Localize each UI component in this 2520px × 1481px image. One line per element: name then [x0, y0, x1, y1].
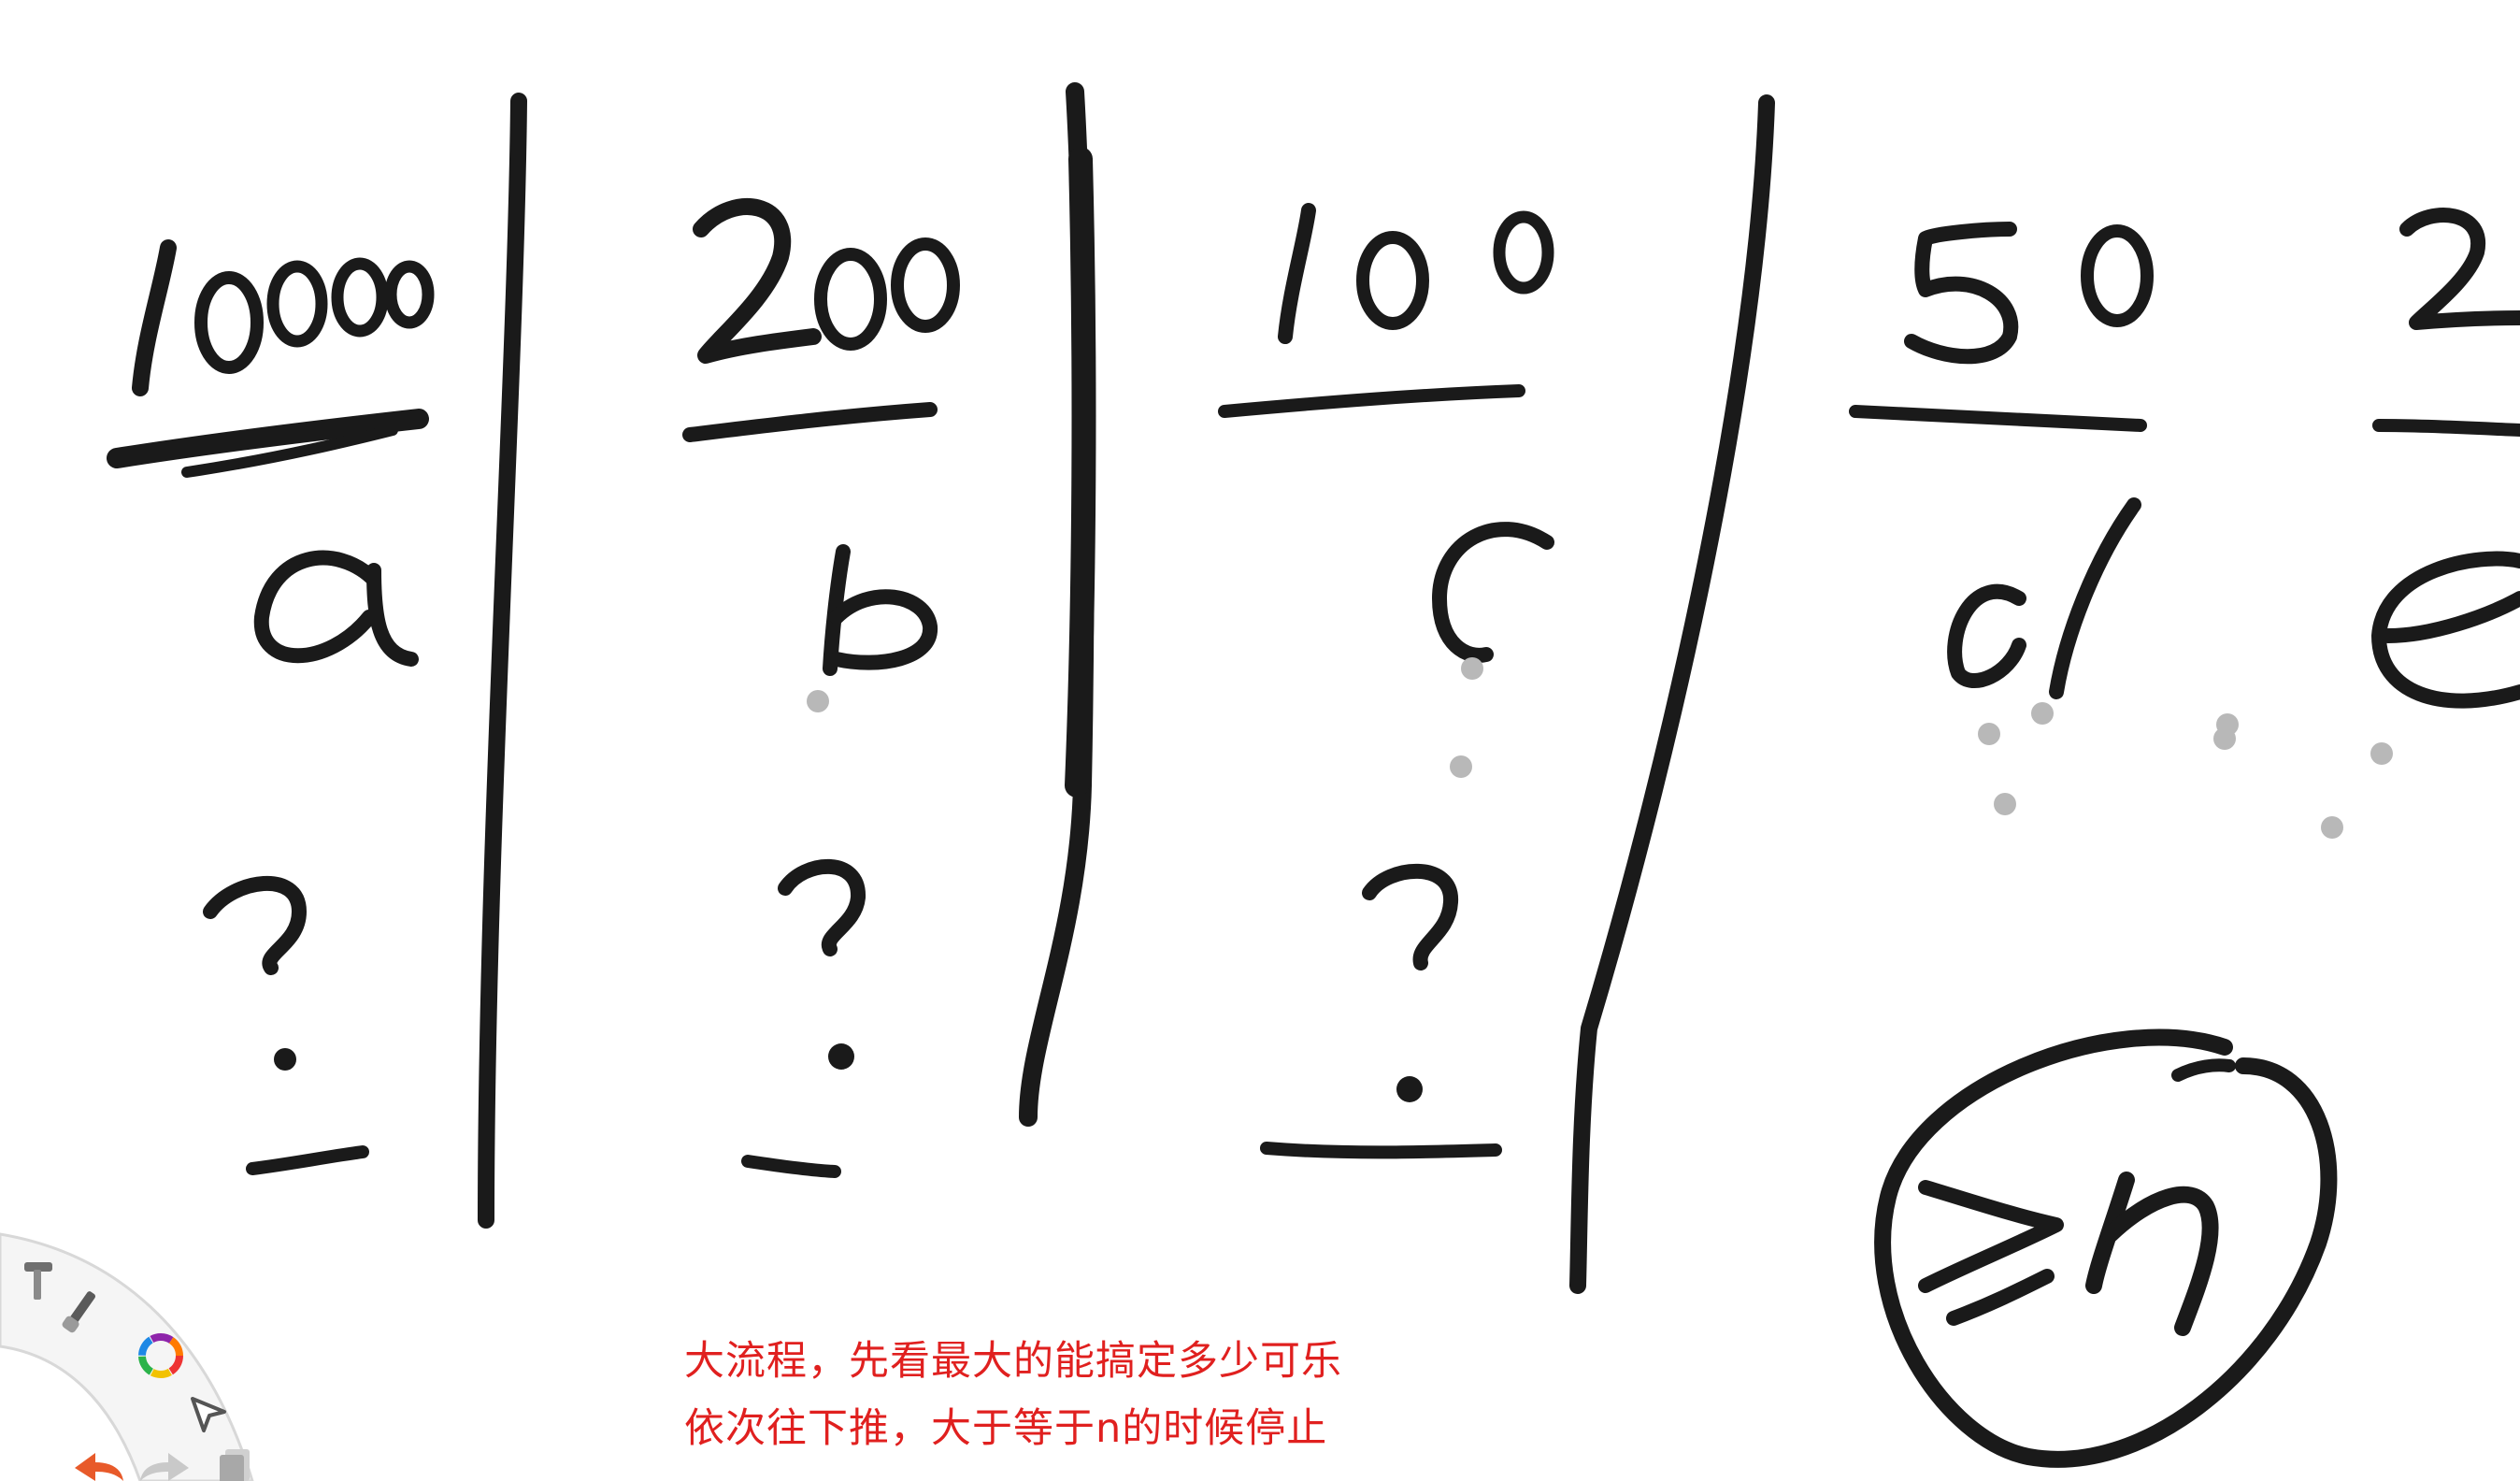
value-100: [1278, 203, 1554, 344]
question-mark-b: [778, 858, 866, 956]
fraction-bar-c: [1218, 384, 1525, 418]
pointer-icon[interactable]: [191, 1397, 226, 1432]
divider-line-1: [478, 93, 527, 1229]
divider-line-3: [1569, 94, 1775, 1294]
value-20-partial: [2399, 208, 2520, 330]
caption-line-2: 依次往下推，大于等于n的时候停止: [684, 1405, 1328, 1452]
letter-a: [253, 550, 419, 667]
value-200: [693, 198, 960, 364]
hammer-icon[interactable]: [24, 1262, 52, 1300]
column-c: [1218, 203, 1554, 1159]
divider-line-2-thick: [1065, 147, 1096, 798]
letter-b: [823, 544, 938, 676]
circled-condition-text: ≥n: [2094, 1243, 2096, 1244]
fraction-bar-b: [682, 402, 938, 442]
value-50: [1904, 222, 2154, 365]
undo-icon[interactable]: [75, 1453, 123, 1481]
dot-b: [828, 1043, 854, 1070]
column-e: [2213, 208, 2520, 839]
dash-a: [246, 1145, 369, 1175]
dash-b: [741, 1155, 841, 1178]
color-wheel-icon[interactable]: [138, 1333, 183, 1378]
question-mark-a: [203, 875, 307, 975]
column-a: [107, 239, 435, 1175]
redo-icon[interactable]: [140, 1453, 189, 1481]
circled-condition: ≥n: [1874, 1028, 2338, 1468]
fraction-bar-d: [1849, 405, 2147, 432]
tool-ring: [0, 1232, 254, 1481]
fraction-bar-e: [2372, 419, 2520, 437]
letter-c: [1432, 522, 1554, 663]
dash-c: [1260, 1142, 1502, 1159]
letter-d: [1947, 497, 2141, 699]
question-mark-c: [1362, 863, 1458, 971]
caption-line-1: 大流程，先看最大的能搞定多少可乐: [684, 1338, 1342, 1385]
caption-text: 大流程，先看最大的能搞定多少可乐 依次往下推，大于等于n的时候停止: [684, 1328, 1342, 1462]
column-d: [1849, 222, 2154, 815]
letter-e-partial: [2371, 551, 2520, 709]
column-b: [682, 198, 960, 1178]
brush-icon[interactable]: [61, 1288, 99, 1333]
fraction-bar-a: [107, 409, 429, 468]
dot-c: [1396, 1076, 1423, 1102]
layers-icon[interactable]: [220, 1449, 250, 1481]
value-1000: [132, 239, 435, 396]
dot-a: [274, 1048, 296, 1071]
